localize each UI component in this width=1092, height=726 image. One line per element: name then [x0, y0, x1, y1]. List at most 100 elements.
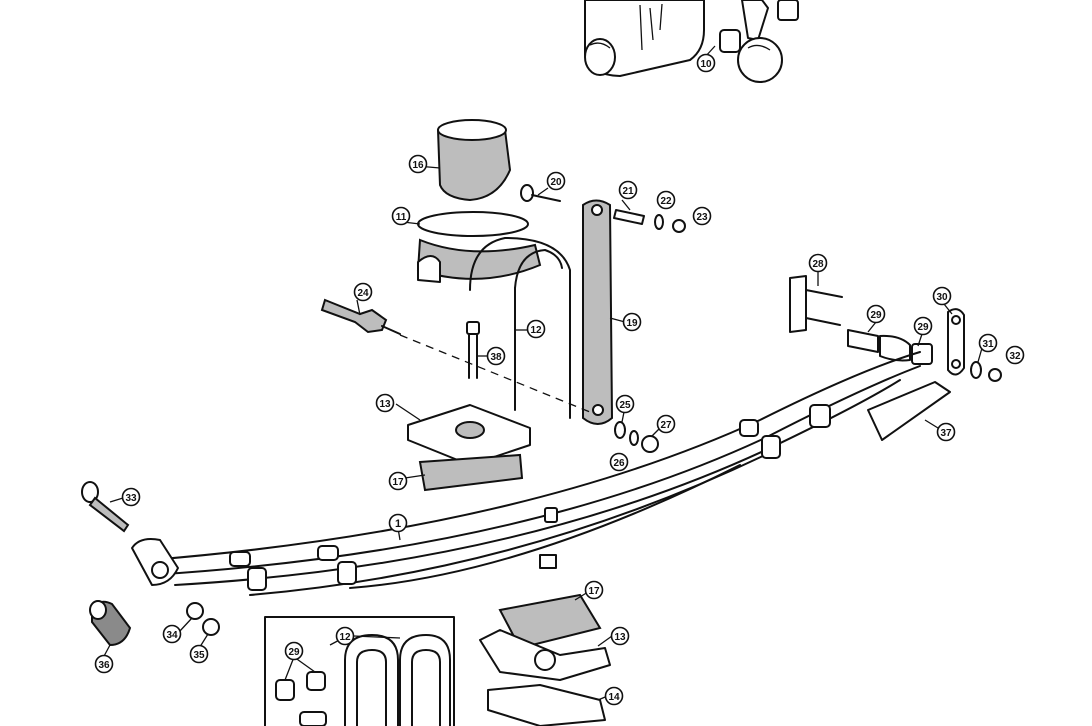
callout-number: 37 — [940, 428, 952, 439]
callout-number: 16 — [412, 160, 424, 171]
callout-number: 17 — [588, 586, 600, 597]
spring-plate-upper — [407, 404, 531, 466]
callout-c38: 38 — [486, 346, 506, 366]
washer-31 — [970, 361, 982, 379]
inset-box — [264, 616, 455, 726]
callout-number: 23 — [696, 212, 708, 223]
callout-c29b: 29 — [913, 316, 933, 336]
callout-number: 25 — [619, 400, 631, 411]
callout-c23: 23 — [692, 206, 712, 226]
callout-circle — [615, 394, 635, 414]
callout-c17a: 17 — [388, 471, 408, 491]
callout-c35: 35 — [189, 644, 209, 664]
callout-circle — [913, 316, 933, 336]
callout-c30: 30 — [932, 286, 952, 306]
callout-number: 33 — [125, 493, 137, 504]
packing-plate — [416, 211, 542, 283]
callout-circle — [526, 319, 546, 339]
callout-circle — [609, 452, 629, 472]
callout-circle — [656, 190, 676, 210]
callout-circle — [692, 206, 712, 226]
nut-23 — [672, 219, 686, 233]
callout-c1: 1 — [388, 513, 408, 533]
callout-number: 20 — [550, 177, 562, 188]
callout-circle — [1005, 345, 1025, 365]
bump-stop-rubber — [436, 119, 512, 202]
callout-c27: 27 — [656, 414, 676, 434]
bolt-33 — [81, 481, 130, 533]
callout-circle — [375, 393, 395, 413]
callout-circle — [388, 513, 408, 533]
washer-25 — [614, 421, 626, 439]
shackle-plate-30 — [947, 308, 965, 376]
callout-c13b: 13 — [610, 626, 630, 646]
callout-circle — [335, 626, 355, 646]
callout-circle — [584, 580, 604, 600]
callout-circle — [604, 686, 624, 706]
callout-circle — [189, 644, 209, 664]
callout-c24: 24 — [353, 282, 373, 302]
callout-c12a: 12 — [526, 319, 546, 339]
callout-circle — [656, 414, 676, 434]
callout-number: 22 — [660, 196, 672, 207]
callout-circle — [978, 333, 998, 353]
callout-number: 19 — [626, 318, 638, 329]
callout-circle — [162, 624, 182, 644]
callout-c13a: 13 — [375, 393, 395, 413]
callout-c29c: 29 — [284, 641, 304, 661]
callout-circle — [284, 641, 304, 661]
washer-22 — [654, 214, 664, 230]
callout-circle — [388, 471, 408, 491]
leaf-spring-main — [149, 351, 921, 596]
callout-c31: 31 — [978, 333, 998, 353]
nut-32 — [988, 368, 1002, 382]
callout-circle — [391, 206, 411, 226]
callout-c14: 14 — [604, 686, 624, 706]
spring-plate-lower — [479, 629, 611, 681]
shock-absorber-arm — [719, 0, 799, 83]
check-strap-19 — [582, 199, 614, 425]
pin-21 — [613, 209, 645, 225]
callout-c20: 20 — [546, 171, 566, 191]
callout-circle — [808, 253, 828, 273]
callout-circle — [408, 154, 428, 174]
callout-c22: 22 — [656, 190, 676, 210]
callout-c12b: 12 — [335, 626, 355, 646]
callout-circle — [932, 286, 952, 306]
callout-number: 13 — [614, 632, 626, 643]
callout-number: 21 — [622, 186, 634, 197]
callout-circle — [866, 304, 886, 324]
callout-number: 13 — [379, 399, 391, 410]
callout-circle — [121, 487, 141, 507]
rubber-pad-upper — [418, 453, 524, 492]
stud-38 — [466, 321, 480, 379]
callout-number: 14 — [608, 692, 620, 703]
callout-circle — [618, 180, 638, 200]
callout-number: 38 — [490, 352, 502, 363]
callout-number: 1 — [395, 518, 401, 530]
callout-number: 12 — [530, 325, 542, 336]
callout-c34: 34 — [162, 624, 182, 644]
washer-26 — [629, 430, 639, 446]
callout-circle — [94, 654, 114, 674]
bush-36 — [89, 600, 132, 647]
bush-29a — [847, 329, 879, 353]
callout-circle — [936, 422, 956, 442]
callout-number: 30 — [936, 292, 948, 303]
callout-c36: 36 — [94, 654, 114, 674]
callout-c26: 26 — [609, 452, 629, 472]
bolt-20 — [520, 184, 561, 202]
callout-circle — [486, 346, 506, 366]
bush-29b — [879, 334, 933, 365]
shackle-bracket-28 — [789, 275, 843, 333]
callout-c17b: 17 — [584, 580, 604, 600]
callout-circle — [353, 282, 373, 302]
callout-c32: 32 — [1005, 345, 1025, 365]
callout-c19: 19 — [622, 312, 642, 332]
callout-circle — [696, 53, 716, 73]
callout-number: 28 — [812, 259, 824, 270]
callout-number: 26 — [613, 458, 625, 469]
callout-c33: 33 — [121, 487, 141, 507]
callout-number: 36 — [98, 660, 110, 671]
